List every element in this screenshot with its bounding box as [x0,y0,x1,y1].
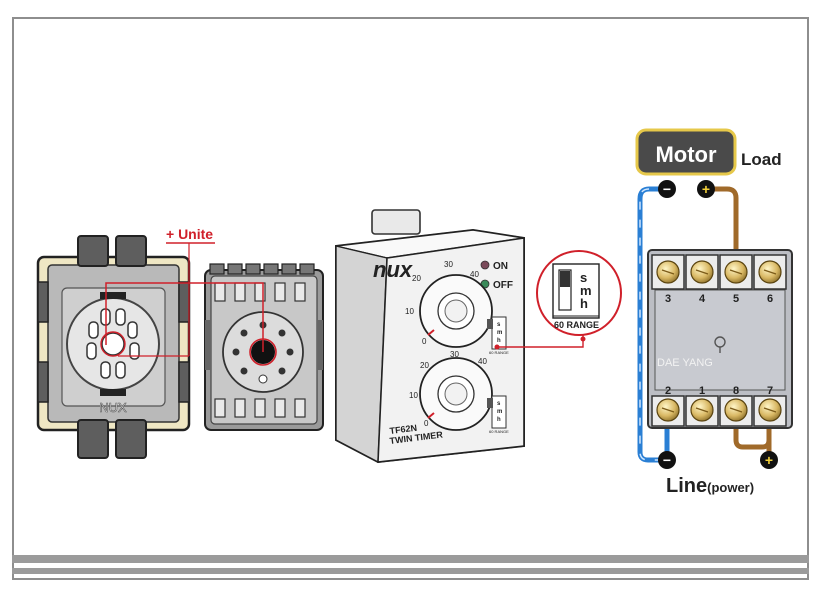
contactor-terminal-5: 5 [733,293,739,305]
timer-range-top-h: h [497,338,501,344]
contactor-brand: DAE YANG [657,357,713,369]
svg-text:+: + [702,181,710,197]
line-label: Line(power) [666,475,754,497]
timer-dial-bottom[interactable] [419,357,493,431]
callout-range-label: 60 RANGE [554,320,599,330]
brown-wire-top [706,186,739,268]
dial-top-tick-30: 30 [444,260,453,269]
timer-range-bottom-s: s [497,401,501,407]
range-callout: s m h 60 RANGE [494,250,622,350]
contactor-terminal-8: 8 [733,385,739,397]
callout-unit-m: m [580,283,592,298]
line-minus-terminal: − [658,451,676,469]
socket-brand: NUX [99,400,127,415]
motor-minus-terminal: − [658,180,676,198]
timer-range-bottom-label: 60 RANGE [489,429,509,434]
timer-model: TF62N [389,423,418,436]
timer-on-label: ON [493,261,508,272]
svg-text:−: − [663,181,671,197]
contactor-terminal-4: 4 [699,293,706,305]
timer-range-top-m: m [497,330,502,336]
motor-plus-terminal: + [697,180,715,198]
contactor-terminal-7: 7 [767,385,773,397]
contactor-terminal-3: 3 [665,293,671,305]
contactor-terminal-2: 2 [665,385,671,397]
line-label-sub: (power) [707,480,754,495]
dial-bottom-tick-0: 0 [424,419,429,428]
footer-rule-top [12,555,809,563]
motor-load-label: Load [741,150,782,169]
line-plus-terminal: + [760,451,778,469]
dial-bottom-tick-20: 20 [420,361,429,370]
socket-back [204,263,324,431]
unite-link: + Unite [100,226,277,366]
footer-rule-bottom [12,568,809,574]
callout-unit-s: s [580,270,587,285]
dial-top-tick-10: 10 [405,307,414,316]
motor: Motor Load [635,128,782,176]
timer-range-top-s: s [497,322,501,328]
svg-text:−: − [663,452,671,468]
callout-unit-h: h [580,296,588,311]
socket-front: NUX [36,235,191,459]
dial-top-tick-0: 0 [422,337,427,346]
line-label-main: Line [666,475,707,497]
contactor: 3 4 5 6 DAE YANG 2 1 8 7 [647,249,793,429]
dial-bottom-tick-30: 30 [450,350,459,359]
svg-text:+: + [765,452,773,468]
timer-range-bottom-h: h [497,417,501,423]
timer-dial-top[interactable] [419,274,493,348]
dial-bottom-tick-40: 40 [478,357,487,366]
contactor-terminal-1: 1 [699,385,705,397]
dial-top-tick-20: 20 [412,274,421,283]
contactor-terminal-6: 6 [767,293,773,305]
dial-top-tick-40: 40 [470,270,479,279]
timer-brand: nux [373,257,413,282]
timer-range-top-label: 60 RANGE [489,350,509,355]
timer-range-bottom-m: m [497,409,502,415]
unite-label: + Unite [166,226,213,242]
timer-off-label: OFF [493,280,513,291]
twin-timer: nux ON OFF 0 10 20 30 40 s m h 60 RANGE [335,209,525,464]
dial-bottom-tick-10: 10 [409,391,418,400]
motor-label: Motor [655,142,717,167]
